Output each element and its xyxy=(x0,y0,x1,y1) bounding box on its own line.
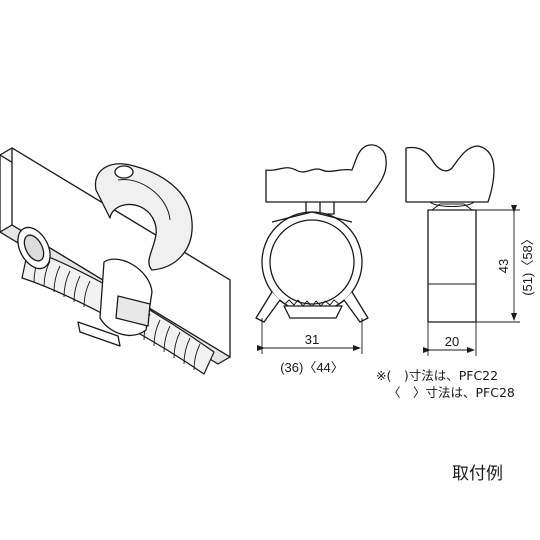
side-height-dimension xyxy=(476,205,520,323)
clamp-ring-inner xyxy=(269,219,355,305)
dimension-note-pfc28: 〈 〉寸法は、PFC28 xyxy=(388,385,515,400)
front-width-dimension xyxy=(257,318,363,354)
clamp-left-leg xyxy=(255,291,281,323)
side-view xyxy=(405,145,495,323)
front-rail-profile xyxy=(265,144,387,203)
dim-front-width-alt: (36)〈44〉 xyxy=(280,360,344,375)
dim-side-height-alt: (51)〈58〉 xyxy=(520,232,535,296)
side-body xyxy=(427,209,477,323)
clamp-right-leg xyxy=(343,291,369,323)
dim-side-height-value: 43 xyxy=(496,259,511,273)
caption-installation-example: 取付例 xyxy=(452,464,503,484)
installation-example-illustration xyxy=(0,147,231,375)
dim-front-width-value: 31 xyxy=(305,332,319,347)
side-rail-profile xyxy=(405,145,495,203)
clip-loop xyxy=(94,163,193,271)
side-width-dimension xyxy=(423,322,477,356)
front-view xyxy=(255,144,387,323)
dim-side-width-value: 20 xyxy=(445,334,459,349)
dimension-note-pfc22: ※( )寸法は、PFC22 xyxy=(376,368,499,383)
